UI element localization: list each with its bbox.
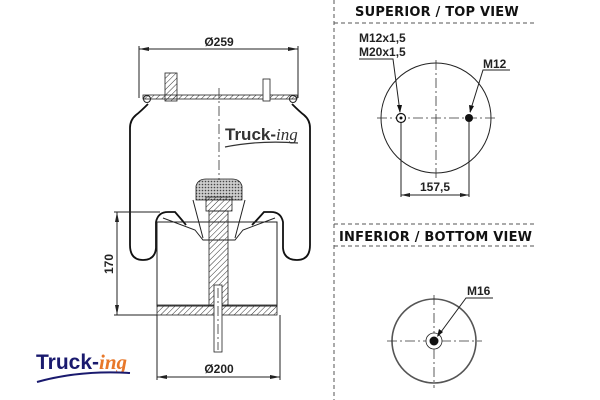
svg-text:Truck-ing: Truck-ing [36, 350, 127, 374]
top-plate [142, 94, 298, 100]
bottom-view-title: INFERIOR / BOTTOM VIEW [339, 230, 532, 245]
top-diameter-label: Ø259 [204, 35, 234, 49]
air-inlet-hole [395, 112, 407, 124]
bead-ring-left [143, 95, 151, 103]
hole-spacing-label: 157,5 [420, 180, 450, 194]
bottom-stud [213, 284, 223, 353]
brand-logo: Truck-ing [36, 350, 131, 383]
bottom-view: INFERIOR / BOTTOM VIEW M16 [334, 223, 535, 388]
top-diameter-dimension: Ø259 [138, 35, 299, 98]
side-view: Ø259 170 [102, 35, 311, 380]
right-hole-label: M12 [483, 57, 507, 71]
bump-stop [195, 178, 243, 201]
top-view: SUPERIOR / TOP VIEW M12x1,5 M20x1,5 M12 … [334, 5, 535, 197]
watermark-logo: Truck-ing [224, 125, 299, 148]
svg-text:Truck-ing: Truck-ing [225, 125, 298, 144]
left-hole-label-1: M12x1,5 [359, 31, 406, 45]
center-hole [429, 336, 439, 346]
top-view-title: SUPERIOR / TOP VIEW [355, 5, 519, 20]
bellow [129, 103, 311, 261]
height-label: 170 [102, 254, 116, 274]
mounting-hole [465, 114, 473, 122]
left-hole-label-2: M20x1,5 [359, 45, 406, 59]
bottom-diameter-dimension: Ø200 [156, 315, 281, 380]
height-dimension: 170 [102, 211, 160, 316]
bottom-hole-label: M16 [467, 284, 491, 298]
bottom-diameter-label: Ø200 [204, 362, 234, 376]
air-fitting-stud [164, 72, 178, 102]
mounting-stud [262, 78, 271, 102]
bead-ring-right [289, 95, 297, 103]
